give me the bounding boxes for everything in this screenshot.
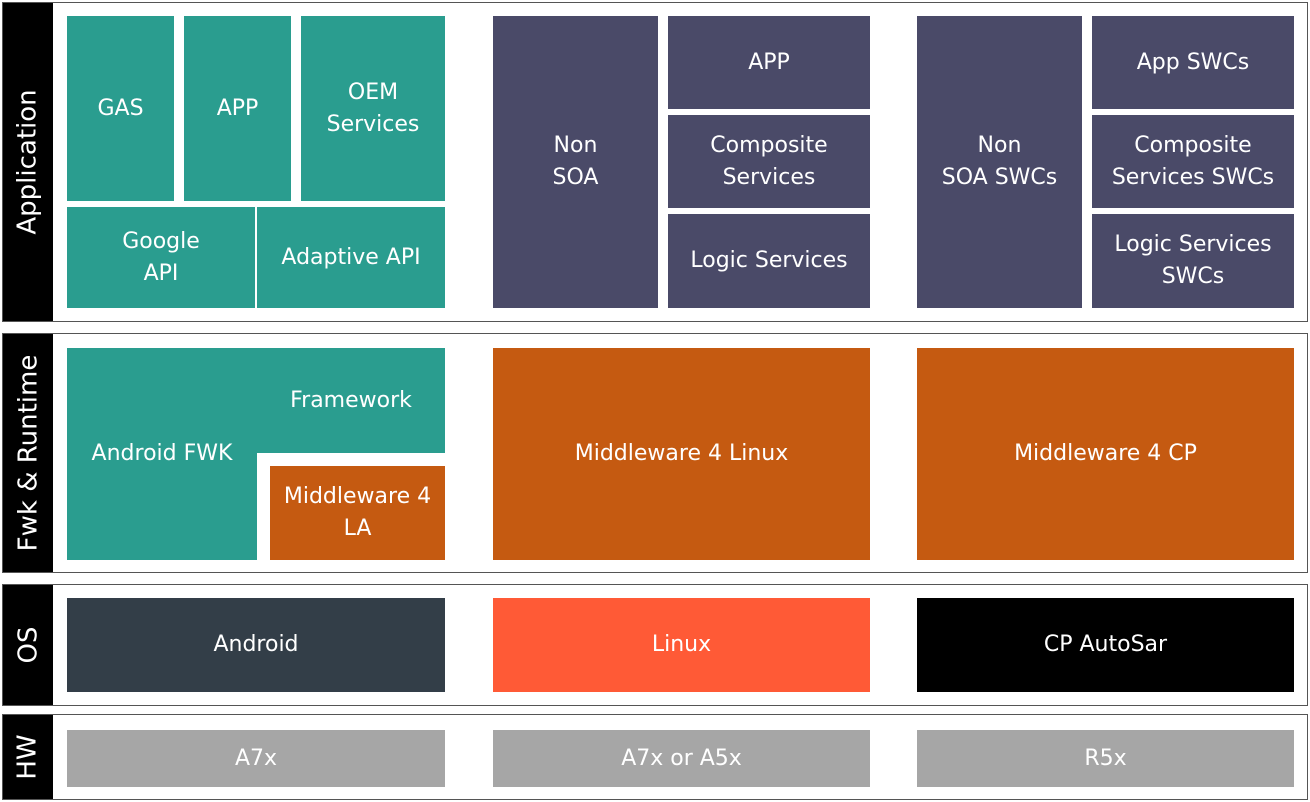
non-soa-swcs-box: Non SOA SWCs — [917, 16, 1082, 308]
logic-services-box: Logic Services — [668, 214, 870, 308]
r5x-hw-box: R5x — [917, 730, 1294, 787]
os-layer-label-bar: OS — [3, 585, 53, 705]
cp-autosar-os-box: CP AutoSar — [917, 598, 1294, 692]
middleware-cp-box: Middleware 4 CP — [917, 348, 1294, 560]
a7x-or-a5x-hw-box: A7x or A5x — [493, 730, 870, 787]
adaptive-api-box: Adaptive API — [257, 207, 445, 308]
composite-services-swcs-box: Composite Services SWCs — [1092, 115, 1294, 208]
composite-services-box: Composite Services — [668, 115, 870, 208]
framework-layer: Fwk & Runtime Android FWK Framework Midd… — [2, 333, 1308, 573]
google-api-box: Google API — [67, 207, 255, 308]
os-layer: OS Android Linux CP AutoSar — [2, 584, 1308, 706]
hw-layer-label: HW — [12, 734, 43, 780]
gas-box: GAS — [67, 16, 174, 201]
framework-layer-label: Fwk & Runtime — [13, 354, 43, 552]
middleware-linux-box: Middleware 4 Linux — [493, 348, 870, 560]
app-box-android: APP — [184, 16, 291, 201]
application-layer-label-bar: Application — [3, 3, 53, 321]
middleware-la-box: Middleware 4 LA — [270, 466, 445, 560]
linux-os-box: Linux — [493, 598, 870, 692]
hw-layer: HW A7x A7x or A5x R5x — [2, 714, 1308, 800]
app-swcs-box: App SWCs — [1092, 16, 1294, 109]
application-layer: Application GAS APP OEM Services Google … — [2, 2, 1308, 322]
non-soa-box: Non SOA — [493, 16, 658, 308]
hw-layer-label-bar: HW — [3, 715, 53, 799]
app-box-linux: APP — [668, 16, 870, 109]
android-os-box: Android — [67, 598, 445, 692]
framework-layer-label-bar: Fwk & Runtime — [3, 334, 53, 572]
oem-services-box: OEM Services — [301, 16, 445, 201]
application-layer-label: Application — [13, 89, 43, 235]
a7x-hw-box: A7x — [67, 730, 445, 787]
framework-box: Framework — [257, 348, 445, 453]
android-fwk-box: Android FWK — [67, 348, 257, 560]
logic-services-swcs-box: Logic Services SWCs — [1092, 214, 1294, 308]
os-layer-label: OS — [13, 626, 43, 664]
